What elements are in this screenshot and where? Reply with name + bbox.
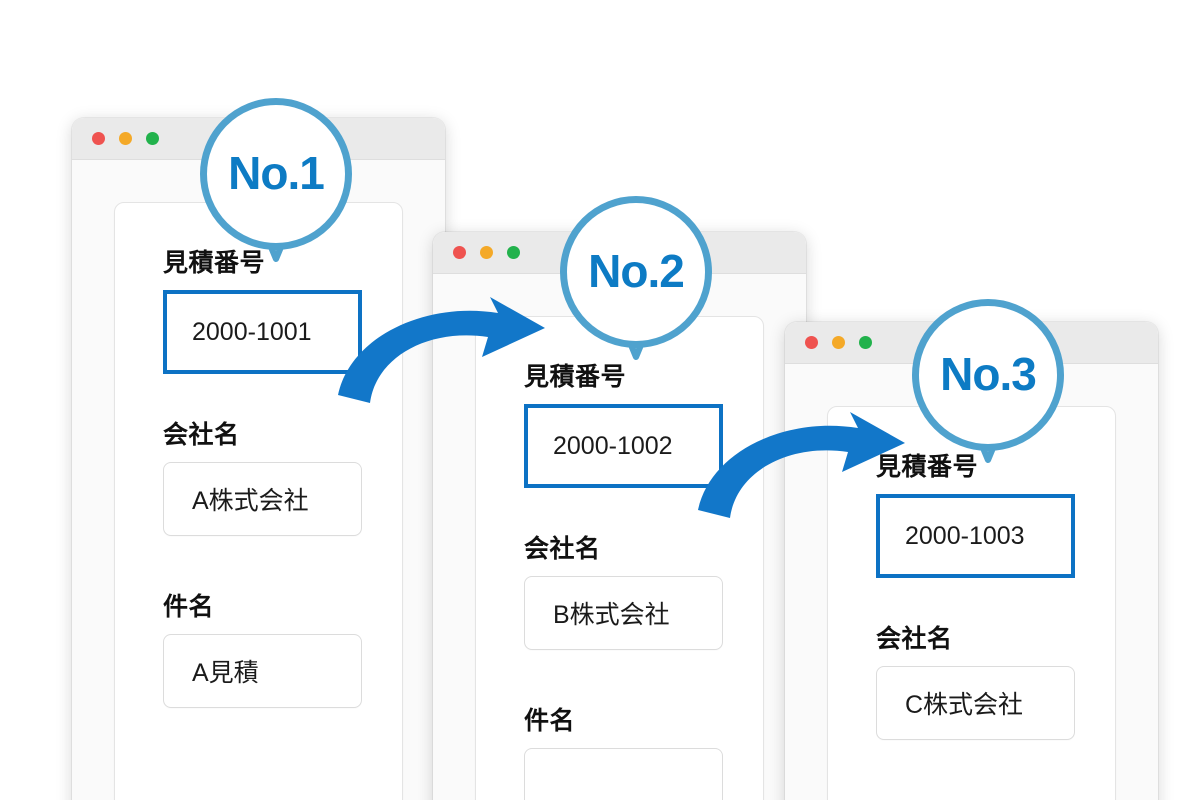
minimize-dot[interactable] [832,336,845,349]
form-card: 見積番号 2000-1001 会社名 A株式会社 件名 A見積 [114,202,403,800]
subject-input[interactable] [524,748,723,800]
quote-number-input[interactable]: 2000-1003 [876,494,1075,578]
company-name-input[interactable]: B株式会社 [524,576,723,650]
quote-number-input[interactable]: 2000-1001 [163,290,362,374]
field-value: B株式会社 [553,601,670,629]
field-label: 会社名 [876,625,953,653]
quote-number-input[interactable]: 2000-1002 [524,404,723,488]
maximize-dot[interactable] [859,336,872,349]
company-name-input[interactable]: A株式会社 [163,462,362,536]
browser-window-3[interactable]: 見積番号 2000-1003 会社名 C株式会社 [785,322,1158,800]
field-value: 2000-1001 [192,317,312,346]
callout-bubble-2: No.2 [560,196,712,348]
close-dot[interactable] [453,246,466,259]
field-label: 件名 [524,707,576,735]
callout-bubble-1: No.1 [200,98,352,250]
field-label: 会社名 [163,421,240,449]
form-card: 見積番号 2000-1003 会社名 C株式会社 [827,406,1116,800]
maximize-dot[interactable] [146,132,159,145]
field-company-name: 会社名 C株式会社 [876,627,1075,740]
field-quote-number: 見積番号 2000-1002 [524,365,723,488]
form-card: 見積番号 2000-1002 会社名 B株式会社 件名 [475,316,764,800]
field-subject: 件名 [524,709,723,800]
field-value: 2000-1003 [905,521,1025,550]
field-quote-number: 見積番号 2000-1003 [876,455,1075,578]
callout-label: No.2 [588,245,685,297]
close-dot[interactable] [92,132,105,145]
callout-bubble-3: No.3 [912,299,1064,451]
window-body: 見積番号 2000-1003 会社名 C株式会社 [785,364,1158,800]
field-value: A見積 [192,659,259,687]
minimize-dot[interactable] [480,246,493,259]
field-company-name: 会社名 A株式会社 [163,423,362,536]
field-label: 会社名 [524,535,601,563]
field-label: 見積番号 [524,363,627,391]
callout-label: No.1 [228,147,325,199]
minimize-dot[interactable] [119,132,132,145]
field-value: 2000-1002 [553,431,673,460]
field-value: A株式会社 [192,487,309,515]
field-value: C株式会社 [905,691,1024,719]
close-dot[interactable] [805,336,818,349]
subject-input[interactable]: A見積 [163,634,362,708]
field-label: 件名 [163,593,215,621]
field-label: 見積番号 [163,249,266,277]
field-quote-number: 見積番号 2000-1001 [163,251,362,374]
company-name-input[interactable]: C株式会社 [876,666,1075,740]
callout-label: No.3 [940,348,1037,400]
field-company-name: 会社名 B株式会社 [524,537,723,650]
field-subject: 件名 A見積 [163,595,362,708]
maximize-dot[interactable] [507,246,520,259]
